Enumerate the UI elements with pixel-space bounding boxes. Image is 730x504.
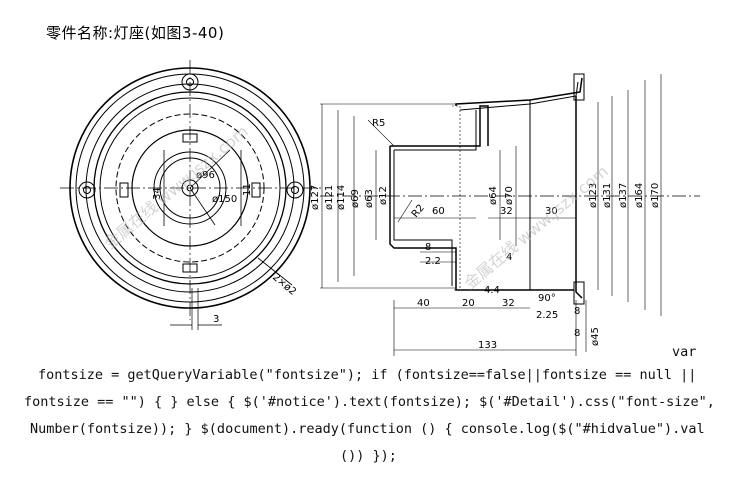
label-133: 133 xyxy=(478,340,497,351)
watermark-left: 金属在线 www.jszx.com xyxy=(100,122,252,253)
label-d170: ø170 xyxy=(650,183,661,208)
code-line-3: fontsize == "") { } else { $('#notice').… xyxy=(24,394,715,410)
label-d96: ø96 xyxy=(196,170,215,181)
label-40: 40 xyxy=(417,298,430,309)
label-d63: ø63 xyxy=(364,189,375,208)
label-d12: ø12 xyxy=(378,186,389,205)
label-30: 30 xyxy=(545,206,558,217)
label-8c: 8 xyxy=(574,328,580,339)
section-view xyxy=(320,73,700,356)
label-d114: ø114 xyxy=(336,185,347,210)
label-d64: ø64 xyxy=(488,186,499,205)
label-d131: ø131 xyxy=(602,183,613,208)
label-32b: 32 xyxy=(502,298,515,309)
label-d70: ø70 xyxy=(504,186,515,205)
code-line-5: ()) }); xyxy=(340,448,397,464)
front-view xyxy=(60,60,322,330)
label-2-25: 2.25 xyxy=(536,310,558,321)
label-d127: ø127 xyxy=(310,185,321,210)
label-2xd2: 2×ø2 xyxy=(270,272,298,298)
label-4: 4 xyxy=(506,252,512,263)
label-d121: ø121 xyxy=(324,185,335,210)
label-8b: 8 xyxy=(574,306,580,317)
code-line-2: fontsize = getQueryVariable("fontsize");… xyxy=(38,367,697,383)
label-2-2: 2.2 xyxy=(425,256,441,267)
code-line-4: Number(fontsize)); } $(document).ready(f… xyxy=(30,421,705,437)
part-title: 零件名称:灯座(如图3-40) xyxy=(46,24,225,42)
label-d164: ø164 xyxy=(634,183,645,208)
label-60: 60 xyxy=(432,206,445,217)
label-32a: 32 xyxy=(500,206,513,217)
label-3: 3 xyxy=(213,314,219,325)
label-d150: ø150 xyxy=(212,194,237,205)
label-d69: ø69 xyxy=(350,189,361,208)
label-d137: ø137 xyxy=(618,183,629,208)
label-20: 20 xyxy=(462,298,475,309)
label-8a: 8 xyxy=(425,242,431,253)
label-d123: ø123 xyxy=(588,183,599,208)
code-line-1: var xyxy=(672,344,697,360)
label-11: 11 xyxy=(242,183,253,196)
label-90deg: 90° xyxy=(538,293,556,304)
label-r5: R5 xyxy=(372,118,385,129)
label-d45: ø45 xyxy=(590,327,601,346)
label-34: 34 xyxy=(152,187,163,200)
technical-drawing: ø96 34 11 ø150 3 2×ø2 xyxy=(60,60,700,356)
watermark-right: 金属在线 www.jszx.com xyxy=(460,162,612,293)
label-r2: R2 xyxy=(410,203,427,220)
label-4-4: 4.4 xyxy=(484,285,500,296)
